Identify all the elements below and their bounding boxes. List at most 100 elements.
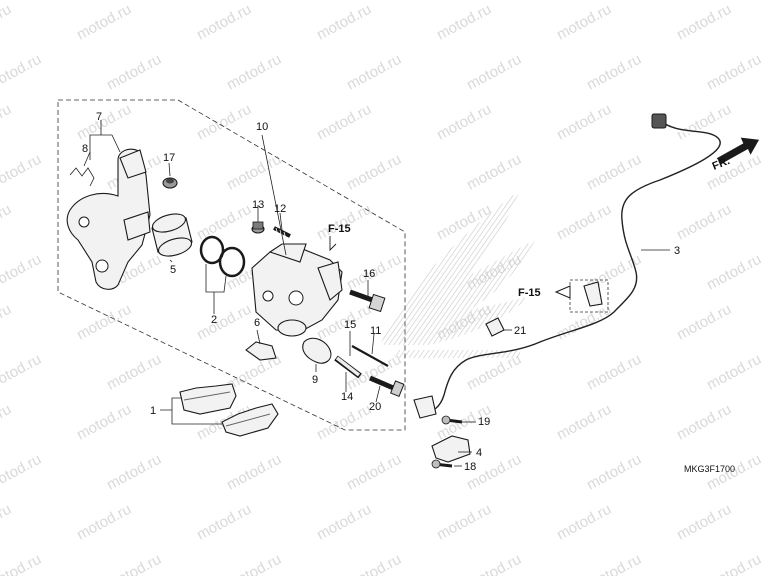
callout-1: 1 (150, 405, 156, 417)
watermark-text: motod.ru (554, 101, 614, 144)
callout-18: 18 (464, 461, 476, 473)
watermark-text: motod.ru (104, 451, 164, 494)
watermark-text: motod.ru (74, 101, 134, 144)
watermark-text: motod.ru (704, 251, 764, 294)
ref-arrow-upper (329, 236, 337, 252)
watermark-text: motod.ru (704, 151, 764, 194)
watermark-text: motod.ru (674, 401, 734, 444)
watermark-text: motod.ru (0, 551, 44, 576)
watermark-text: motod.ru (104, 351, 164, 394)
watermark-text: motod.ru (344, 151, 404, 194)
watermark-text: motod.ru (194, 1, 254, 44)
watermark-text: motod.ru (0, 151, 44, 194)
mounting-bolt (369, 375, 405, 398)
callout-8: 8 (82, 143, 88, 155)
pad-pin (334, 355, 362, 379)
leader-lines (83, 120, 670, 467)
callout-9: 9 (312, 374, 318, 386)
watermark-text: motod.ru (224, 51, 284, 94)
bleed-screw (273, 226, 291, 240)
diagram-code: MKG3F1700 (684, 464, 735, 474)
watermark-text: motod.ru (344, 51, 404, 94)
caliper-assembly-frame (57, 99, 406, 431)
watermark-text: motod.ru (0, 201, 14, 244)
watermark-text: motod.ru (0, 101, 14, 144)
watermark-text: motod.ru (0, 451, 44, 494)
bracket-bolt (441, 415, 463, 425)
watermark-text: motod.ru (314, 401, 374, 444)
watermark-text: motod.ru (554, 401, 614, 444)
watermark-text: motod.ru (434, 501, 494, 544)
watermark-text: motod.ru (584, 351, 644, 394)
watermark-text: motod.ru (584, 51, 644, 94)
callout-16: 16 (363, 268, 375, 280)
watermark-text: motod.ru (194, 101, 254, 144)
watermark-text: motod.ru (554, 301, 614, 344)
watermark-text: motod.ru (314, 1, 374, 44)
watermark-text: motod.ru (0, 51, 44, 94)
sensor-bolt (431, 459, 453, 469)
callout-20: 20 (369, 401, 381, 413)
callout-19: 19 (478, 416, 490, 428)
watermark-text: motod.ru (74, 301, 134, 344)
watermark-text: motod.ru (74, 501, 134, 544)
callout-11: 11 (370, 325, 381, 337)
watermark-text: motod.ru (704, 351, 764, 394)
callout-10: 10 (256, 121, 268, 133)
watermark-text: motod.ru (554, 1, 614, 44)
callout-4: 4 (476, 447, 482, 459)
watermark-text: motod.ru (464, 551, 524, 576)
watermark-text: motod.ru (194, 301, 254, 344)
brake-pad-upper (179, 383, 237, 415)
ref-f15-upper: F-15 (328, 223, 351, 235)
caliper-bracket (66, 148, 151, 290)
watermark-text: motod.ru (674, 501, 734, 544)
callouts: 7 8 17 10 13 12 5 2 6 16 15 11 9 14 20 1… (82, 111, 680, 473)
callout-15: 15 (344, 319, 356, 331)
callout-14: 14 (341, 391, 353, 403)
watermark-text: motod.ru (674, 201, 734, 244)
watermark-text: motod.ru (0, 351, 44, 394)
slide-pin (349, 289, 386, 313)
watermark-text: motod.ru (314, 501, 374, 544)
watermark-text: motod.ru (0, 251, 44, 294)
watermark-text: motod.ru (224, 551, 284, 576)
piston-seals (199, 235, 246, 278)
watermark-text: motod.ru (674, 101, 734, 144)
watermark-text: motod.ru (224, 151, 284, 194)
bleed-cap (251, 221, 265, 234)
callout-12: 12 (274, 203, 286, 215)
callout-3: 3 (674, 245, 680, 257)
watermark-text: motod.ru (674, 301, 734, 344)
caliper-body (251, 243, 343, 337)
watermark-text: motod.ru (0, 401, 14, 444)
pin-boot (302, 337, 332, 364)
callout-13: 13 (252, 199, 264, 211)
watermark-text: motod.ru (584, 551, 644, 576)
watermark-text: motod.ru (554, 501, 614, 544)
watermark-text: motod.ru (194, 201, 254, 244)
watermark-text: motod.ru (224, 451, 284, 494)
watermark-text: motod.ru (584, 151, 644, 194)
watermark-text: motod.ru (344, 551, 404, 576)
watermark-text: motod.ru (0, 1, 14, 44)
callout-5: 5 (170, 264, 176, 276)
pad-spring (69, 167, 95, 187)
wing-logo (380, 190, 535, 358)
watermark-text: motod.ru (0, 301, 14, 344)
watermark-text: motod.ru (0, 501, 14, 544)
ref-f15-lower: F-15 (518, 287, 541, 299)
watermark-text: motod.ru (704, 551, 764, 576)
callout-2: 2 (211, 314, 217, 326)
watermark-text: motod.ru (344, 451, 404, 494)
brake-pad-lower (221, 403, 279, 437)
pin-bolt (351, 345, 389, 367)
callout-17: 17 (163, 152, 175, 164)
watermark-text: motod.ru (74, 401, 134, 444)
pad-retainer (245, 341, 277, 361)
watermark-text: motod.ru (464, 51, 524, 94)
clip-detail (569, 279, 609, 313)
watermark-text: motod.ru (104, 551, 164, 576)
